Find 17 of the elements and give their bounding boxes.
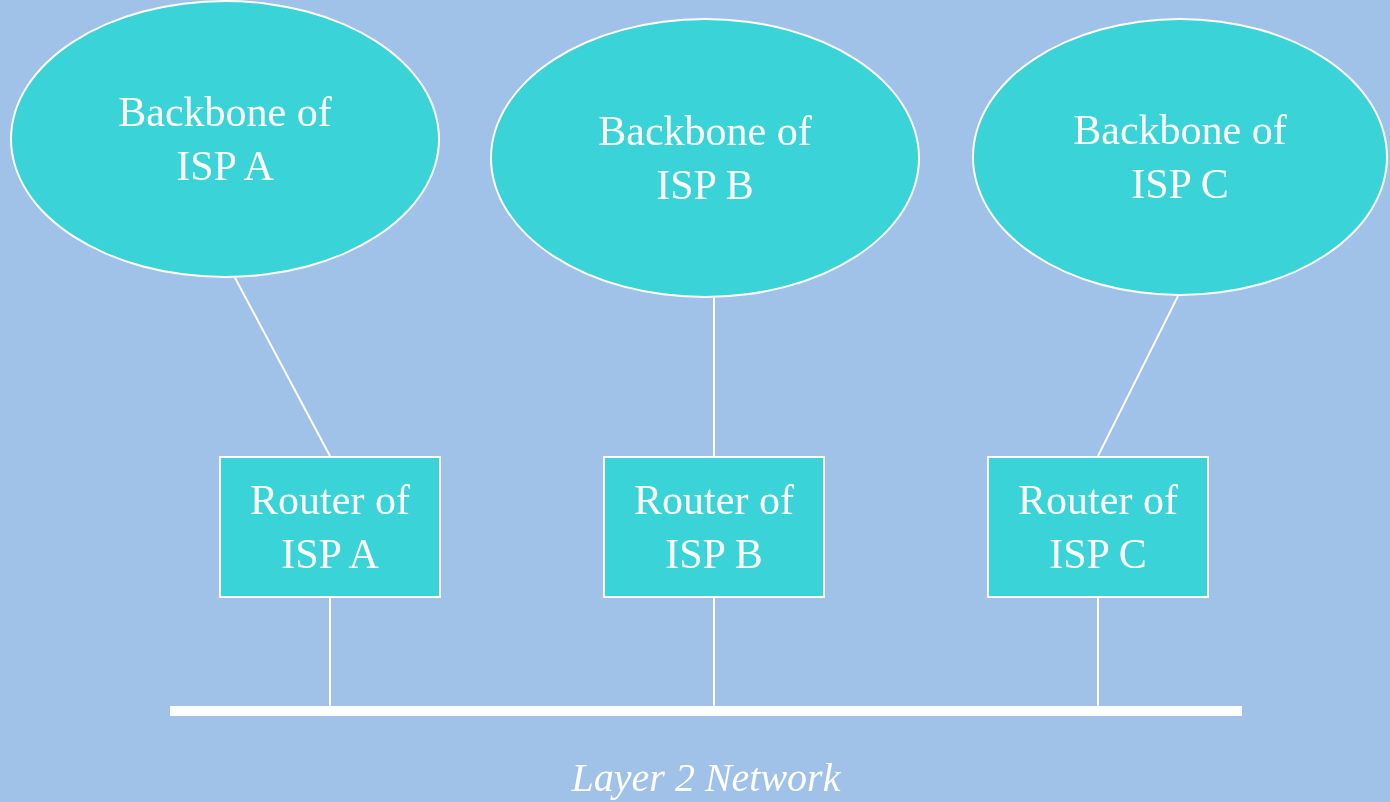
connector-line <box>329 597 331 707</box>
router-box <box>219 456 441 598</box>
connector-line <box>234 276 331 457</box>
node-label: Router of ISP C <box>1017 476 1179 579</box>
node-label: Backbone of ISP C <box>1072 106 1288 209</box>
connector-line <box>713 296 715 457</box>
network-bus-bar <box>170 706 1242 716</box>
connector-line <box>1097 295 1179 457</box>
connector-line <box>1097 597 1099 707</box>
router-box <box>603 456 825 598</box>
node-label: Backbone of ISP A <box>117 88 333 191</box>
connector-line <box>713 597 715 707</box>
router-box <box>987 456 1209 598</box>
network-caption: Layer 2 Network <box>570 754 842 802</box>
node-label: Router of ISP B <box>633 476 795 579</box>
node-label: Backbone of ISP B <box>597 107 813 210</box>
node-label: Router of ISP A <box>249 476 411 579</box>
